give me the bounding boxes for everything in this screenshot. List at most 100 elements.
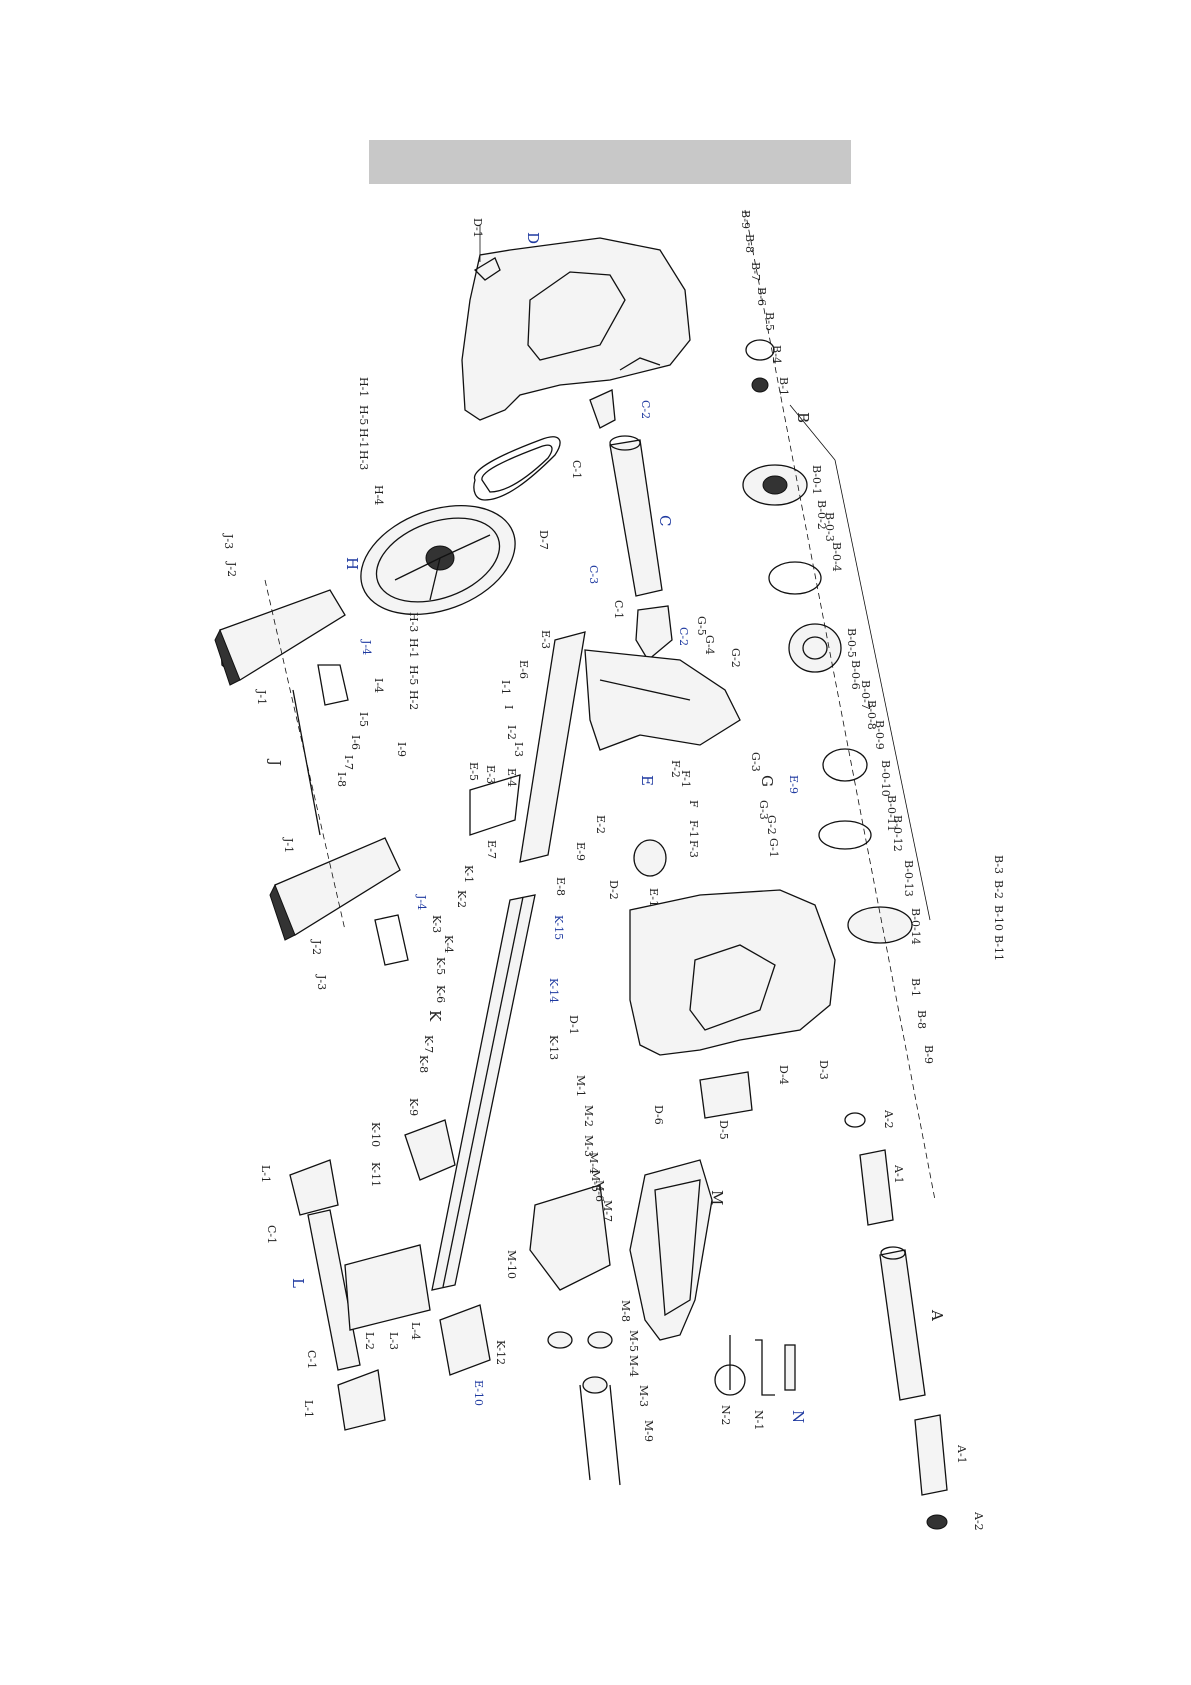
label-a-1: A-1 xyxy=(892,1164,905,1184)
label-n-2: N-2 xyxy=(719,1405,732,1425)
label-l-2: L-2 xyxy=(363,1332,376,1350)
label-i-5: I-5 xyxy=(357,712,370,727)
label-j-3: J-3 xyxy=(222,533,235,549)
label-d-5: D-5 xyxy=(717,1120,730,1140)
cover-d xyxy=(461,225,691,421)
label-e-8: E-8 xyxy=(554,877,567,896)
label-g-4: G-4 xyxy=(703,635,716,655)
label-h-1: H-1 xyxy=(357,377,370,397)
label-j-2b: J-2 xyxy=(310,939,323,955)
handle-k12 xyxy=(439,1304,491,1376)
label-b-1: B-1 xyxy=(777,377,790,396)
label-b-7: B-7 xyxy=(749,262,762,281)
stabilizer-l xyxy=(289,1159,431,1431)
label-c-2b: C-2 xyxy=(677,627,690,646)
label-j-4b: J-4 xyxy=(415,894,428,910)
label-i-2: I-2 xyxy=(505,725,518,740)
label-n: N xyxy=(789,1410,807,1423)
label-m-3b: M-3 xyxy=(637,1385,650,1407)
bolts-m xyxy=(547,1331,621,1486)
label-e-5: E-5 xyxy=(467,762,480,781)
title-banner xyxy=(369,140,851,184)
label-g: G xyxy=(758,775,776,787)
label-h-5: H-5 xyxy=(357,405,370,425)
label-f-3: F-3 xyxy=(687,840,700,858)
label-e-6: E-6 xyxy=(517,660,530,679)
label-k-13: K-13 xyxy=(547,1035,560,1060)
label-d-4: D-4 xyxy=(777,1065,790,1085)
label-m-5b: M-5 xyxy=(627,1330,640,1352)
label-k-10b: E-10 xyxy=(472,1380,485,1406)
pedal-left-j xyxy=(214,589,346,686)
flywheel-h xyxy=(360,504,516,616)
label-b-2: B-2 xyxy=(992,880,1005,899)
label-k-12: K-12 xyxy=(494,1340,507,1365)
label-f-1b: F-1 xyxy=(687,820,700,838)
label-g-1: G-1 xyxy=(767,838,780,858)
label-g-2b: G-2 xyxy=(765,815,778,835)
label-h-2: H-2 xyxy=(407,690,420,710)
label-a-2: A-2 xyxy=(882,1109,895,1129)
label-g-2: G-2 xyxy=(729,648,742,668)
label-k-3: K-3 xyxy=(430,915,443,933)
label-b-0-5: B-0-5 xyxy=(845,628,858,658)
label-b-5: B-5 xyxy=(763,312,776,331)
label-b-0-11: B-0-11 xyxy=(885,795,898,832)
label-a-1b: A-1 xyxy=(955,1444,968,1464)
label-b-0-3: B-0-3 xyxy=(823,512,836,542)
label-e-4: E-4 xyxy=(505,768,518,787)
label-c-3: C-3 xyxy=(587,565,600,584)
label-k-7: K-7 xyxy=(422,1035,435,1053)
label-m-6: M-6 xyxy=(593,1180,606,1202)
label-h-5b: H-5 xyxy=(407,665,420,685)
label-b-0-14: B-0-14 xyxy=(909,908,922,945)
label-k-14: K-14 xyxy=(547,978,560,1003)
label-g-5: G-5 xyxy=(695,616,708,636)
pedal-right-j xyxy=(269,837,401,941)
label-d-7: D-7 xyxy=(537,530,550,550)
label-b-9: B-9 xyxy=(739,210,752,229)
label-g-3b: G-3 xyxy=(757,800,770,820)
label-b-0-1: B-0-1 xyxy=(810,465,823,495)
label-n-1: N-1 xyxy=(752,1410,765,1430)
label-m-7: M-7 xyxy=(601,1200,614,1222)
label-b-0-4: B-0-4 xyxy=(830,542,843,572)
label-j-2: J-2 xyxy=(225,561,238,577)
label-e: E xyxy=(638,775,656,786)
label-e-7: E-7 xyxy=(485,840,498,859)
label-c-1c: C-1 xyxy=(265,1225,278,1244)
label-b-1b: B-1 xyxy=(909,978,922,997)
label-k-4: K-4 xyxy=(442,935,455,953)
label-i-3: I-3 xyxy=(512,742,525,757)
label-b-10: B-10 xyxy=(992,905,1005,931)
label-i-6: I-6 xyxy=(349,735,362,750)
label-m-3: M-3 xyxy=(582,1135,595,1157)
strap-j4-bottom xyxy=(374,914,409,966)
label-c-1b: C-1 xyxy=(612,600,625,619)
label-e-1: E-1 xyxy=(647,888,660,907)
label-l-1b: L-1 xyxy=(302,1400,315,1418)
seat-post-c xyxy=(589,389,673,661)
label-a: A xyxy=(928,1309,946,1321)
label-m-2: M-2 xyxy=(582,1105,595,1127)
label-e-9: E-9 xyxy=(574,842,587,861)
label-k: K xyxy=(426,1010,444,1022)
label-e-3: E-3 xyxy=(539,630,552,649)
label-m-4b: M-4 xyxy=(627,1355,640,1377)
label-f: F xyxy=(687,800,700,808)
label-d-2: D-2 xyxy=(607,880,620,900)
label-i: I xyxy=(502,705,515,709)
cover-d-lower xyxy=(629,889,836,1056)
label-j-1b: J-1 xyxy=(282,837,295,853)
part-labels: D D-1 C-2 C-1 C D-7 C-3 C-1 C-2 H-1 H-5 … xyxy=(222,210,1005,1531)
label-j-4: J-4 xyxy=(360,639,373,655)
label-h-1b: H-1 xyxy=(357,428,370,448)
label-k-1: K-1 xyxy=(462,865,475,883)
label-m-9: M-9 xyxy=(642,1420,655,1442)
label-k-15: K-15 xyxy=(552,915,565,940)
label-b-0-10: B-0-10 xyxy=(879,760,892,797)
label-m-8: M-8 xyxy=(619,1300,632,1322)
label-b-8b: B-8 xyxy=(915,1010,928,1029)
label-d-1: D-1 xyxy=(471,218,484,238)
label-c-2: C-2 xyxy=(639,400,652,419)
